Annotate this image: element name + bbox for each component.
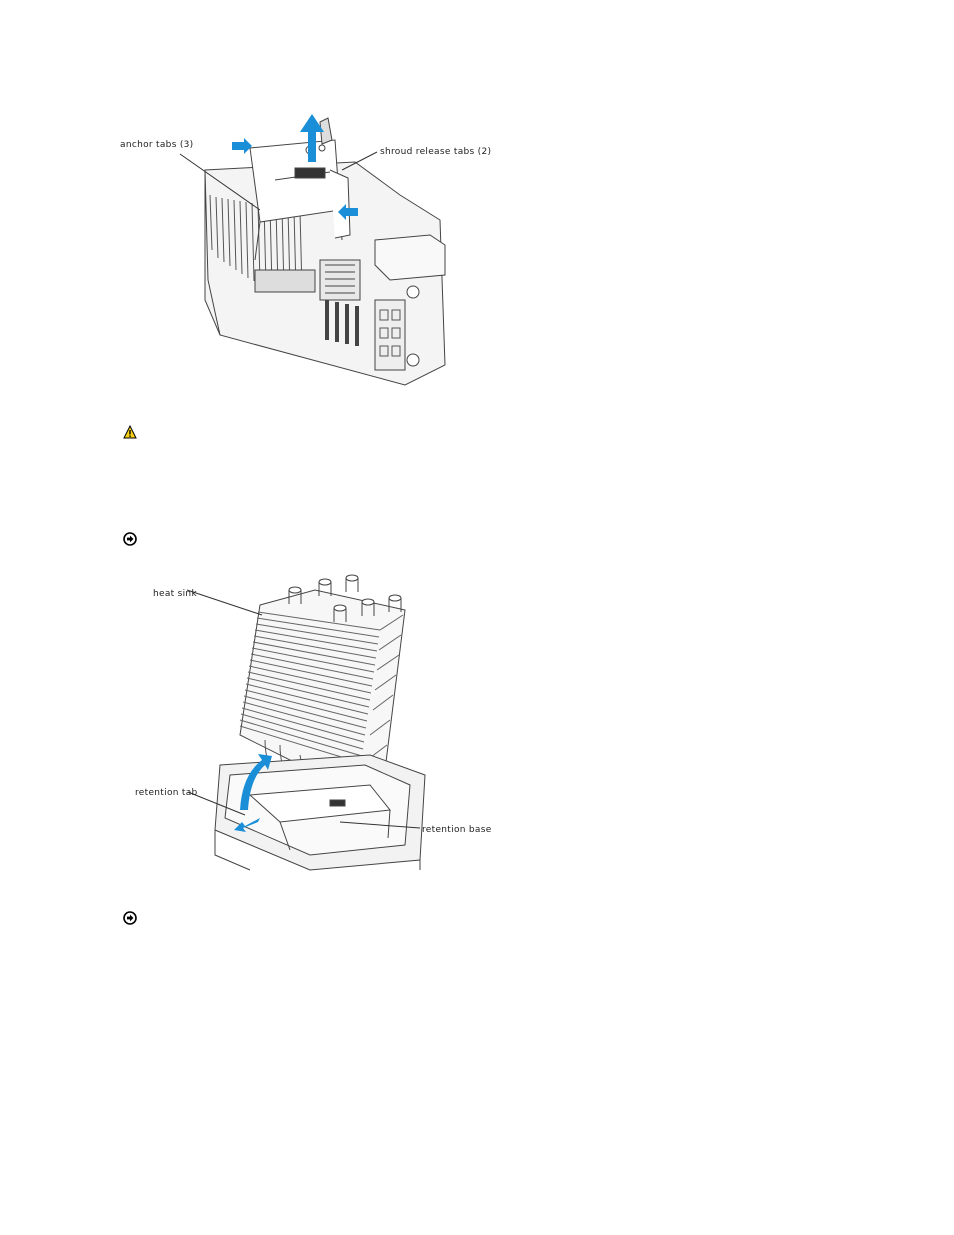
notice-arrow-circle-icon xyxy=(123,532,137,546)
retention-tab-callout: retention tab xyxy=(135,788,198,798)
heat-sink-callout: heat sink xyxy=(153,589,197,599)
heat-sink-illustration xyxy=(186,574,426,871)
heat-sink-blue-arrows xyxy=(234,754,272,832)
caution-triangle-icon xyxy=(123,425,137,439)
shroud-removal-figure xyxy=(110,100,470,390)
heat-sink-figure xyxy=(130,560,490,880)
shroud-release-tabs-callout: shroud release tabs (2) xyxy=(380,147,492,157)
anchor-tabs-callout: anchor tabs (3) xyxy=(120,140,194,150)
notice-arrow-circle-icon xyxy=(123,911,137,925)
retention-base-callout: retention base xyxy=(422,825,492,835)
blue-arrow-group xyxy=(232,114,358,220)
shroud-removal-illustration xyxy=(179,114,446,386)
